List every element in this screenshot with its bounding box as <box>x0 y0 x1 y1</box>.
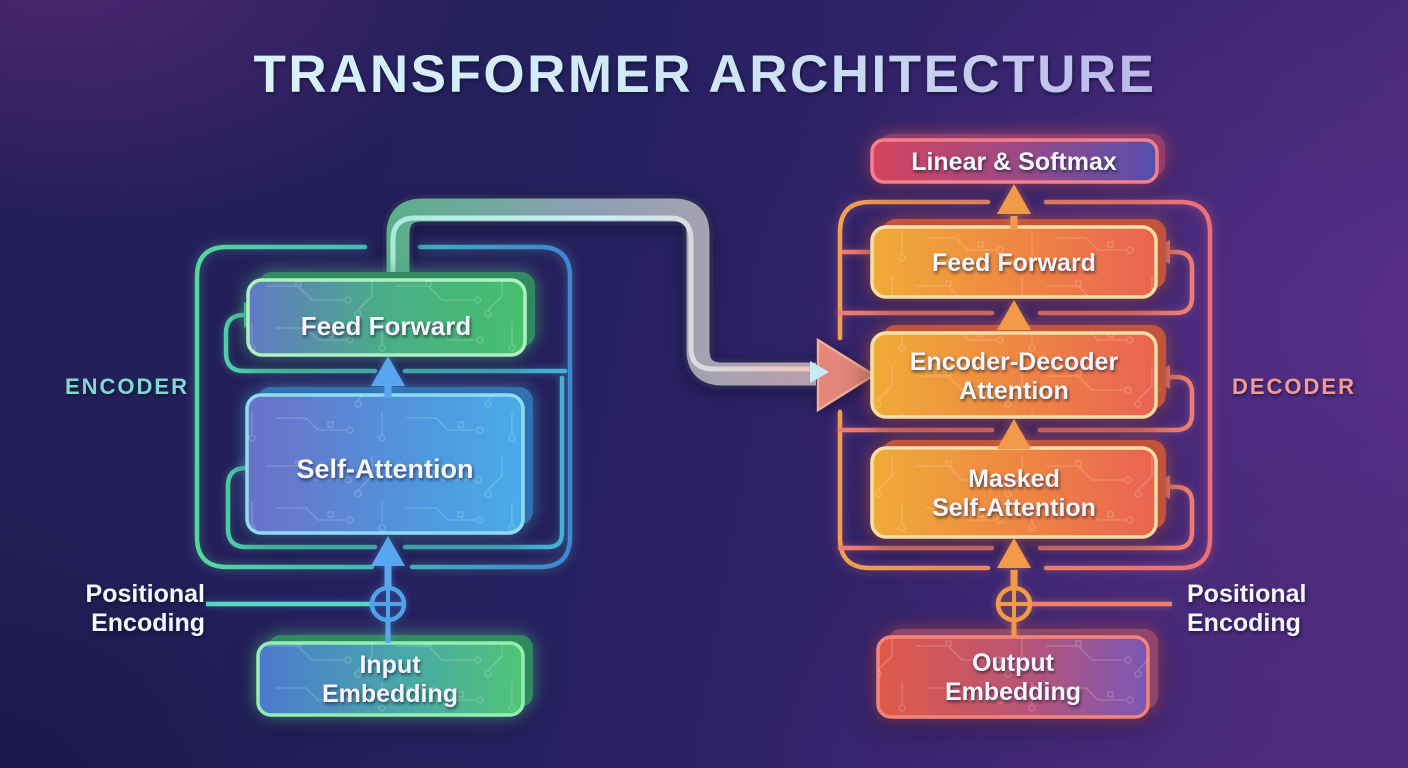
page-title: TRANSFORMER ARCHITECTURE <box>253 45 1156 104</box>
positional-encoding-right-line1: Positional <box>1187 580 1306 608</box>
plus-circle-icon-decoder <box>995 585 1033 623</box>
decoder-flow-arrows <box>995 184 1172 637</box>
decoder-loop-masked-self-attention <box>837 484 1195 551</box>
positional-encoding-left-line1: Positional <box>86 580 205 608</box>
masked-self-attention-circuit-texture <box>872 448 1156 537</box>
encoder-feed-forward-label: Feed Forward <box>301 311 471 341</box>
positional-encoding-caption-left: Positional Encoding <box>86 580 205 637</box>
output-embedding-label-line1: Output <box>972 649 1055 677</box>
decoder-container-border <box>837 199 1213 571</box>
encoder-container <box>194 244 573 570</box>
arrow-self-attention-to-feed-forward-head <box>371 356 405 386</box>
encoder-flow-arrows <box>206 356 407 643</box>
positional-encoding-left-line2: Encoding <box>91 609 205 637</box>
connector-arrowhead <box>816 337 877 413</box>
encoder-decoder-attention-circuit-texture <box>872 333 1156 417</box>
arrow-ff-to-linear-head <box>997 184 1031 214</box>
masked-self-attention-label-line2: Self-Attention <box>932 494 1096 522</box>
connector-highlight <box>390 215 810 372</box>
plus-circle-icon-encoder <box>369 585 407 623</box>
encoder-self-attention-label: Self-Attention <box>297 454 474 484</box>
encoder-decoder-attention-block: Encoder-Decoder Attention <box>870 325 1166 419</box>
decoder-section-label: DECODER <box>1232 374 1356 399</box>
encoder-feed-forward-block: Feed Forward <box>246 272 535 357</box>
decoder-loop-feed-forward <box>837 249 1195 316</box>
encoder-residual-line-bottom <box>225 375 565 550</box>
positional-encoding-right-line2: Encoding <box>1187 609 1301 637</box>
input-embedding-label-line1: Input <box>359 651 421 679</box>
encoder-decoder-attention-label-line1: Encoder-Decoder <box>910 348 1119 376</box>
decoder-feed-forward-circuit-texture <box>872 227 1156 297</box>
input-embedding-circuit-texture <box>258 643 523 715</box>
output-embedding-block: Output Embedding <box>876 629 1158 719</box>
encoder-decoder-attention-label-line2: Attention <box>959 377 1069 405</box>
input-embedding-label-line2: Embedding <box>322 680 458 708</box>
encoder-container-border <box>194 244 573 570</box>
decoder-feed-forward-block: Feed Forward <box>870 219 1166 299</box>
positional-encoding-caption-right: Positional Encoding <box>1187 580 1306 637</box>
masked-self-attention-label-line1: Masked <box>968 465 1060 493</box>
output-embedding-label-line2: Embedding <box>945 678 1081 706</box>
decoder-loop-enc-dec-attention <box>837 374 1195 433</box>
linear-softmax-box <box>870 138 1159 184</box>
masked-self-attention-block: Masked Self-Attention <box>870 440 1166 539</box>
encoder-self-attention-circuit-texture <box>247 395 523 533</box>
decoder-residual-loops <box>837 240 1195 551</box>
encoder-self-attention-block: Self-Attention <box>245 387 533 535</box>
encoder-section-label: ENCODER <box>65 374 189 399</box>
decoder-container <box>837 199 1213 571</box>
arrow-positional-to-masked-head <box>997 538 1031 568</box>
encoder-residual-line-top <box>223 312 568 374</box>
linear-softmax-label: Linear & Softmax <box>911 148 1117 176</box>
connector-highlight-arrowhead <box>810 361 829 383</box>
arrow-encdec-to-ff-head <box>997 300 1031 330</box>
encoder-to-decoder-connector <box>382 194 877 413</box>
encoder-feed-forward-circuit-texture <box>248 280 525 355</box>
linear-softmax-block: Linear & Softmax <box>870 134 1165 184</box>
arrow-positional-to-self-attention-head <box>371 536 405 566</box>
arrow-masked-to-encdec-head <box>997 419 1031 449</box>
output-embedding-circuit-texture <box>878 637 1148 717</box>
decoder-feed-forward-label: Feed Forward <box>932 249 1096 277</box>
input-embedding-block: Input Embedding <box>256 635 533 717</box>
